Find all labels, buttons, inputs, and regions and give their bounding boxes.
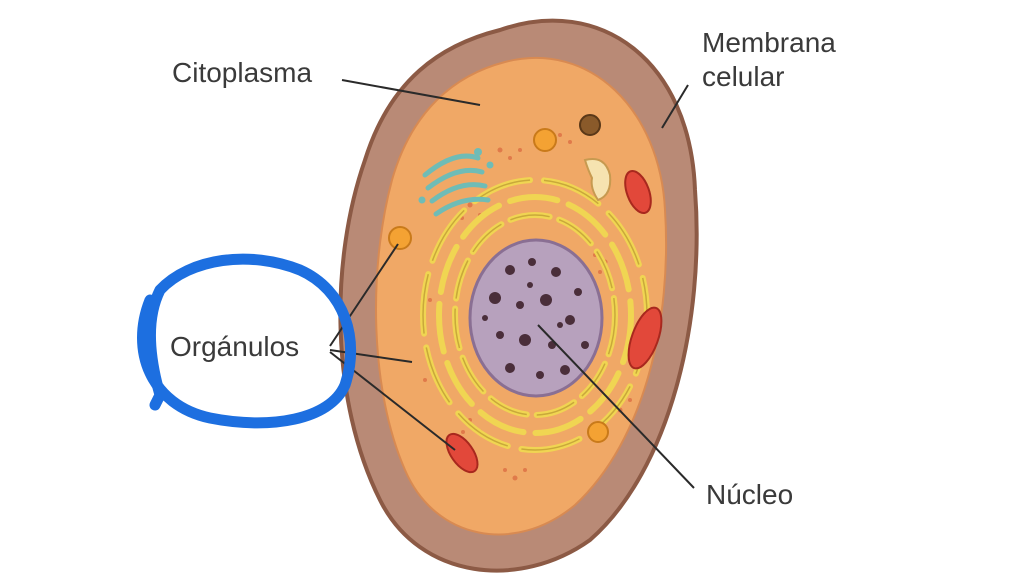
label-citoplasma: Citoplasma bbox=[172, 57, 313, 88]
golgi-vesicles bbox=[418, 148, 494, 204]
vesicle bbox=[533, 128, 557, 152]
vesicle bbox=[587, 421, 609, 443]
vesicle bbox=[579, 114, 601, 136]
label-nucleo: Núcleo bbox=[706, 479, 794, 510]
mitochondria bbox=[445, 169, 663, 474]
golgi-apparatus bbox=[422, 153, 491, 217]
label-membrana-line2: celular bbox=[702, 60, 785, 92]
label-organulos: Orgánulos bbox=[170, 331, 300, 362]
label-membrana-celular: Membrana celular bbox=[702, 26, 836, 93]
vesicle bbox=[388, 226, 412, 250]
label-membrana-line1: Membrana bbox=[702, 27, 836, 58]
vacuole bbox=[583, 158, 612, 202]
chromatin bbox=[482, 258, 589, 379]
highlight-circle bbox=[137, 253, 357, 429]
